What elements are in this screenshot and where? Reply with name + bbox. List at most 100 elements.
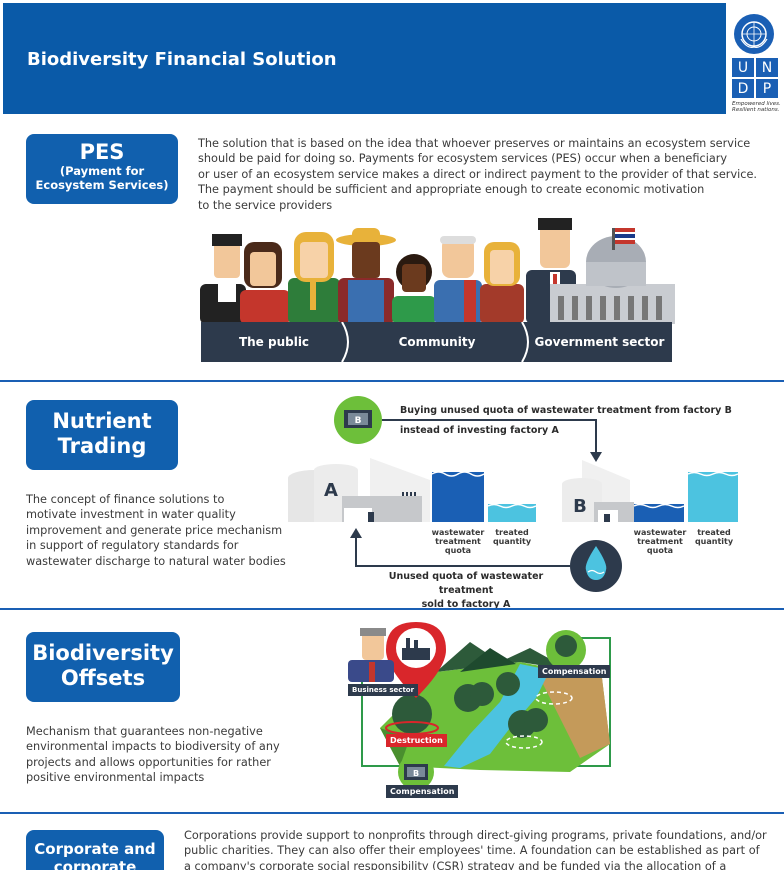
treated-quantity-bar [488,504,536,522]
text-line: quota [444,546,472,555]
tagline-line: Empowered lives. [732,101,781,107]
compensation-tree-icon [546,630,586,670]
logo-letter: N [756,58,778,77]
compensation-tag-top: Compensation [538,665,611,678]
corporate-title: corporate [53,858,137,870]
factory-a-quota-label: wastewater treatment quota [430,528,486,555]
text-line: environmental impacts to biodiversity of… [26,740,280,754]
offsets-pill: Biodiversity Offsets [26,632,180,702]
text-line: Buying unused quota of wastewater treatm… [400,405,732,416]
text-line: The payment should be sufficient and app… [198,183,705,197]
nutrient-title: Nutrient [52,409,152,433]
factory-b-label: B [573,496,587,517]
text-line: sold to factory A [421,599,511,610]
factory-b-treated-label: treated quantity [690,528,738,546]
parliament-building-icon [550,228,675,324]
pes-title: PES [79,140,125,164]
text-line: Mechanism that guarantees non-negative [26,725,263,738]
band-label: The public [238,335,310,349]
section-divider [0,380,784,382]
stakeholders-illustration [200,218,675,324]
section-divider [0,812,784,814]
biodiversity-offsets-map: B [348,622,611,790]
undp-logo: U N D P Empowered lives. Resilient natio… [728,8,782,114]
text-line: public charities. They can also offer th… [184,844,760,858]
text-line: should be paid for doing so. Payments fo… [198,152,728,166]
text-line: to the service providers [198,198,333,212]
text-line: improvement and generate price mechanism [26,523,283,537]
factory-b-quota-label: wastewater treatment quota [632,528,688,555]
logo-letter: U [732,58,754,77]
money-icon: B [334,396,382,444]
text-line: treated [697,528,731,537]
corporate-description: Corporations provide support to nonprofi… [184,828,774,870]
nutrient-bottom-label: Unused quota of wastewater treatment sol… [360,570,572,612]
nutrient-top-label: Buying unused quota of wastewater treatm… [400,404,732,438]
page-title: Biodiversity Financial Solution [27,49,337,70]
destruction-tag: Destruction [386,734,447,747]
tagline-line: Resilient nations. [732,107,780,113]
text-line: wastewater [431,528,485,537]
logo-letter: D [732,79,754,98]
person-icon [392,254,436,324]
text-line: projects and allows opportunities for ra… [26,755,271,769]
corporate-pill: Corporate and corporate [26,830,164,870]
band-community: Community [347,322,527,362]
text-line: Unused quota of wastewater treatment [388,571,544,596]
text-line: quantity [694,537,734,546]
person-icon [480,242,524,324]
business-person-icon [348,628,394,682]
section-divider [0,608,784,610]
text-line: The concept of finance solutions to [26,493,225,506]
water-drop-icon [570,540,622,592]
logo-letter: P [756,79,778,98]
text-line: The solution that is based on the idea t… [198,137,751,150]
pes-subtitle: Ecosystem Services) [35,178,169,192]
factory-a-icon: A [288,458,430,522]
text-line: in support of regulatory standards for [26,539,239,553]
pes-pill: PES (Payment for Ecosystem Services) [26,134,178,204]
text-line: quota [646,546,674,555]
text-line: treatment [637,537,683,546]
factory-pin-icon [386,622,446,698]
header-banner: Biodiversity Financial Solution [3,3,726,114]
nutrient-pill: Nutrient Trading [26,400,178,470]
person-icon [200,234,246,324]
compensation-tag-bottom: Compensation [386,785,459,798]
factory-a-label: A [324,480,338,501]
text-line: quantity [492,537,532,546]
person-icon [336,228,396,324]
text-line: instead of investing factory A [400,425,559,436]
text-line: wastewater discharge to natural water bo… [26,554,286,568]
money-icon: B [398,754,434,790]
undp-tagline: Empowered lives. Resilient nations. [732,101,782,113]
text-line: a company's corporate social responsibil… [184,859,727,870]
offsets-title: Biodiversity [32,641,174,665]
band-the-public: The public [201,322,347,362]
band-separators [341,322,529,362]
factory-a-treated-label: treated quantity [488,528,536,546]
treated-quantity-bar [688,472,738,522]
money-symbol: B [355,416,362,426]
nutrient-title: Trading [57,434,147,458]
wastewater-quota-bar [634,504,684,522]
money-symbol: B [413,769,419,778]
undp-letters: U N D P [732,58,778,98]
text-line: positive environmental impacts [26,771,205,785]
person-icon [434,236,482,324]
person-icon [240,242,290,324]
band-government-sector: Government sector [527,322,672,362]
text-line: motivate investment in water quality [26,508,236,522]
pes-description: The solution that is based on the idea t… [198,136,758,213]
text-line: treated [495,528,529,537]
un-emblem-icon [734,14,774,54]
pes-subtitle: (Payment for [59,164,145,178]
text-line: treatment [435,537,481,546]
offsets-title: Offsets [60,666,146,690]
band-label: Community [398,335,476,349]
nutrient-trading-diagram: B A [288,396,739,592]
band-label: Government sector [534,335,665,349]
text-line: Corporations provide support to nonprofi… [184,829,767,842]
factory-b-icon: B [562,460,634,522]
